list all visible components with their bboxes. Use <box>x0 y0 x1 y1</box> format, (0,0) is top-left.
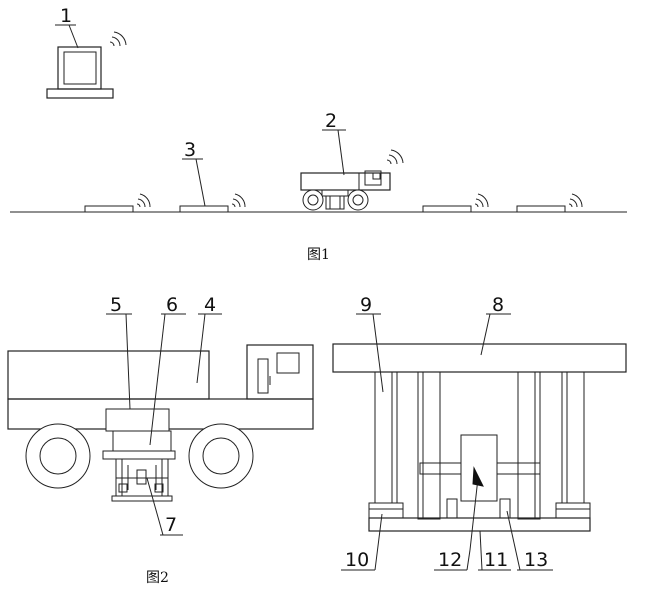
label-3: 3 <box>184 139 196 161</box>
guide-left <box>417 371 441 520</box>
label-9: 9 <box>360 294 372 316</box>
figure-2-left-vehicle: 5 6 4 7 图2 <box>7 294 314 586</box>
wheel-right <box>188 423 254 489</box>
cab <box>246 344 314 400</box>
stop-block-right <box>499 498 511 519</box>
leader-8-tail <box>480 313 491 356</box>
arrow-up-icon <box>472 466 484 487</box>
station-d <box>516 193 583 213</box>
bottom-plate <box>368 517 591 532</box>
lifter-plate <box>102 450 176 460</box>
cab-door <box>257 358 269 394</box>
foot-left <box>368 502 404 519</box>
wheel-left <box>25 423 91 489</box>
mount-block <box>105 408 170 432</box>
label-8: 8 <box>492 294 504 316</box>
leader-11-tail <box>479 530 483 571</box>
figure-2-right-mechanism: 9 8 10 12 11 13 <box>332 294 627 571</box>
leader-4-tail <box>196 313 206 384</box>
station-b <box>179 193 246 213</box>
wireless-signal-icon <box>109 31 127 47</box>
leader-2-tail <box>337 129 345 176</box>
slider-block <box>460 434 498 502</box>
cargo-box <box>7 350 210 400</box>
leader-1-tail <box>68 24 79 49</box>
lifter-block <box>112 430 172 452</box>
label-2: 2 <box>325 110 337 132</box>
guide-right <box>517 371 541 520</box>
leader-7-tail <box>146 477 164 536</box>
label-1: 1 <box>60 5 72 27</box>
figure-1: 1 3 <box>10 5 627 263</box>
column-right <box>561 371 585 504</box>
label-6: 6 <box>166 294 178 316</box>
base-frame <box>111 458 173 502</box>
label-11: 11 <box>484 549 508 571</box>
caption-figure-2: 图2 <box>146 570 169 586</box>
label-7: 7 <box>165 514 177 536</box>
label-10: 10 <box>345 549 369 571</box>
leader-10-tail <box>374 513 383 571</box>
cab-window <box>276 352 300 374</box>
leader-6-tail <box>149 313 166 446</box>
label-13: 13 <box>524 549 548 571</box>
leader-5-tail <box>125 313 131 410</box>
leader-12-tail <box>469 477 479 551</box>
leader-3-tail <box>195 158 206 207</box>
column-left <box>374 371 398 504</box>
top-plate <box>332 343 627 373</box>
caption-figure-1: 图1 <box>307 247 330 263</box>
foot-right <box>555 502 591 519</box>
station-c <box>422 193 489 213</box>
wireless-signal-icon <box>386 149 404 165</box>
label-5: 5 <box>110 294 122 316</box>
label-4: 4 <box>204 294 216 316</box>
computer-terminal <box>46 31 127 99</box>
label-12: 12 <box>438 549 462 571</box>
station-a <box>84 193 151 213</box>
inspection-vehicle <box>300 149 404 211</box>
leader-13-tail <box>506 510 521 571</box>
stop-block-left <box>446 498 458 519</box>
leader-9-tail <box>372 313 384 393</box>
